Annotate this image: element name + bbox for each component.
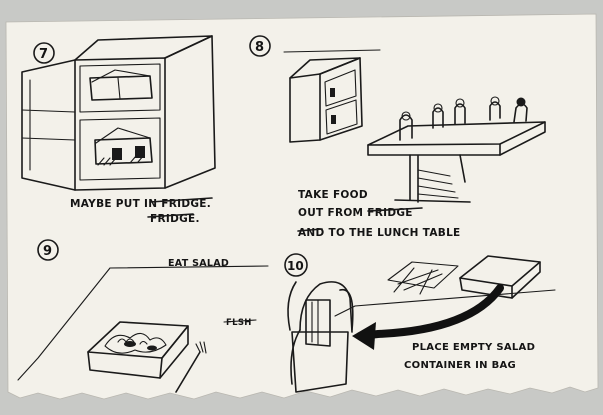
caption-line-1: TAKE FOOD <box>298 189 368 201</box>
wall-line <box>283 49 381 53</box>
panel-10: 10 PLACE EMPTY SALAD CONTAINER IN BAG <box>284 253 556 393</box>
strike-mark <box>297 207 423 232</box>
step-number-circle <box>33 42 55 64</box>
caption-line-1: PLACE EMPTY SALAD <box>412 342 535 353</box>
step-number: 10 <box>287 259 304 273</box>
caption-line-3: AND TO THE LUNCH TABLE <box>298 227 461 239</box>
empty-container-sketch <box>387 255 541 299</box>
strike-mark <box>147 197 213 218</box>
panel-7: 7 MAYBE PUT IN F <box>21 35 216 225</box>
caption-line-2: CONTAINER IN BAG <box>404 360 516 371</box>
step-number-circle <box>37 239 59 261</box>
caption-line-1: EAT SALAD <box>168 258 229 269</box>
fridge-sketch <box>21 35 216 191</box>
strike-mark <box>223 319 257 323</box>
caption-line-2: FLSH <box>226 318 252 328</box>
fork-sketch <box>175 341 207 393</box>
bag-sketch <box>287 281 354 393</box>
table-edge <box>17 265 269 381</box>
panel-9: 9 EAT SALAD FLSH <box>17 239 269 393</box>
step-number: 9 <box>43 244 52 259</box>
table-edge <box>334 289 556 317</box>
panel-8: 8 <box>249 35 546 239</box>
fridge-small-sketch <box>289 57 363 143</box>
step-number: 7 <box>39 47 48 62</box>
step-number-circle <box>284 253 308 277</box>
salad-container-sketch <box>87 321 189 379</box>
arrow-into-bag <box>356 284 504 340</box>
arrow-head <box>352 322 376 350</box>
step-number-circle <box>249 35 271 57</box>
lunch-table-sketch <box>367 96 546 203</box>
step-number: 8 <box>255 40 264 55</box>
